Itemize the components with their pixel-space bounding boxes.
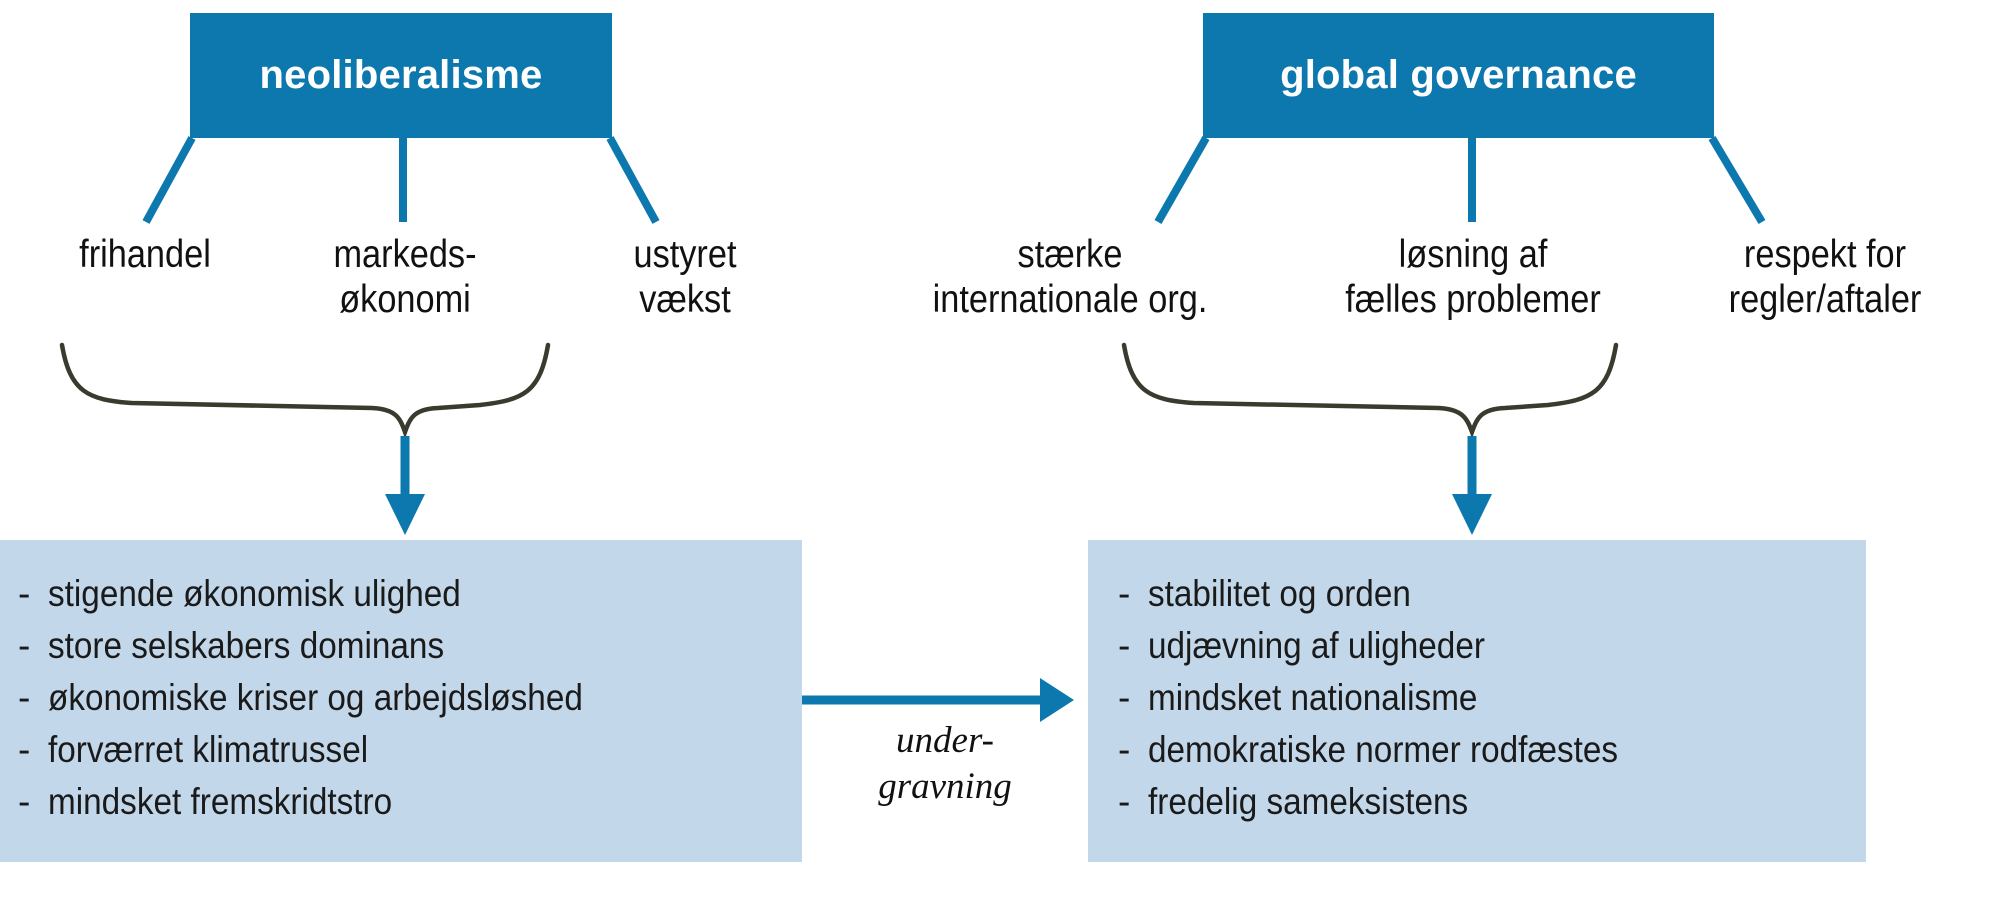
branch-label-left-3: ustyret vækst [633,233,737,321]
connector-label-undergravning: under- gravning [878,720,1012,807]
consequences-box-left: - stigende økonomisk ulighed - store sel… [0,540,802,862]
list-item: - fredelig sameksistens [1118,776,1670,828]
branch-label-left-2: markeds- økonomi [333,233,477,321]
list-item: - økonomiske kriser og arbejdsløshed [18,672,642,724]
branch-line-right-1 [1154,136,1210,224]
list-item: - demokratiske normer rodfæstes [1118,724,1670,776]
branch-label-right-2: løsning af fælles problemer [1345,233,1601,321]
brace-right [1121,342,1619,439]
list-item: - udjævning af uligheder [1118,620,1670,672]
branch-line-left-1 [142,136,196,224]
list-item-label: forværret klimatrussel [48,729,369,770]
brace-left [59,342,551,439]
branch-label-right-3: respekt for regler/aftaler [1728,233,1922,321]
consequences-list-left: - stigende økonomisk ulighed - store sel… [18,568,642,828]
bullet-dash: - [18,677,31,718]
branch-line-left-3 [606,136,660,224]
header-title-right: global governance [1280,53,1637,97]
list-item: - stigende økonomisk ulighed [18,568,642,620]
list-item-label: udjævning af uligheder [1148,625,1485,666]
list-item-label: mindsket fremskridtstro [48,781,393,822]
consequences-list-right: - stabilitet og orden - udjævning af uli… [1118,568,1670,828]
consequences-box-right: - stabilitet og orden - udjævning af uli… [1088,540,1866,862]
list-item: - stabilitet og orden [1118,568,1670,620]
list-item-label: mindsket nationalisme [1148,677,1478,718]
list-item: - store selskabers dominans [18,620,642,672]
branch-label-right-1: stærke internationale org. [932,233,1208,321]
list-item: - mindsket fremskridtstro [18,776,642,828]
header-title-left: neoliberalisme [259,53,543,97]
header-box-neoliberalisme: neoliberalisme [190,13,612,138]
arrow-right-head [1040,678,1074,722]
list-item-label: store selskabers dominans [48,625,445,666]
bullet-dash: - [1118,573,1131,614]
bullet-dash: - [1118,625,1131,666]
list-item-label: stabilitet og orden [1148,573,1411,614]
list-item-label: fredelig sameksistens [1148,781,1469,822]
bullet-dash: - [1118,677,1131,718]
bullet-dash: - [1118,781,1131,822]
bullet-dash: - [18,781,31,822]
list-item-label: økonomiske kriser og arbejdsløshed [48,677,583,718]
header-box-global-governance: global governance [1203,13,1714,138]
bullet-dash: - [18,573,31,614]
list-item-label: demokratiske normer rodfæstes [1148,729,1619,770]
arrow-down-left-head [385,494,425,535]
arrow-down-right-head [1452,494,1492,535]
bullet-dash: - [1118,729,1131,770]
list-item: - mindsket nationalisme [1118,672,1670,724]
bullet-dash: - [18,729,31,770]
bullet-dash: - [18,625,31,666]
list-item: - forværret klimatrussel [18,724,642,776]
branch-line-right-3 [1708,135,1766,225]
branch-label-left-1: frihandel [79,233,211,276]
list-item-label: stigende økonomisk ulighed [48,573,461,614]
